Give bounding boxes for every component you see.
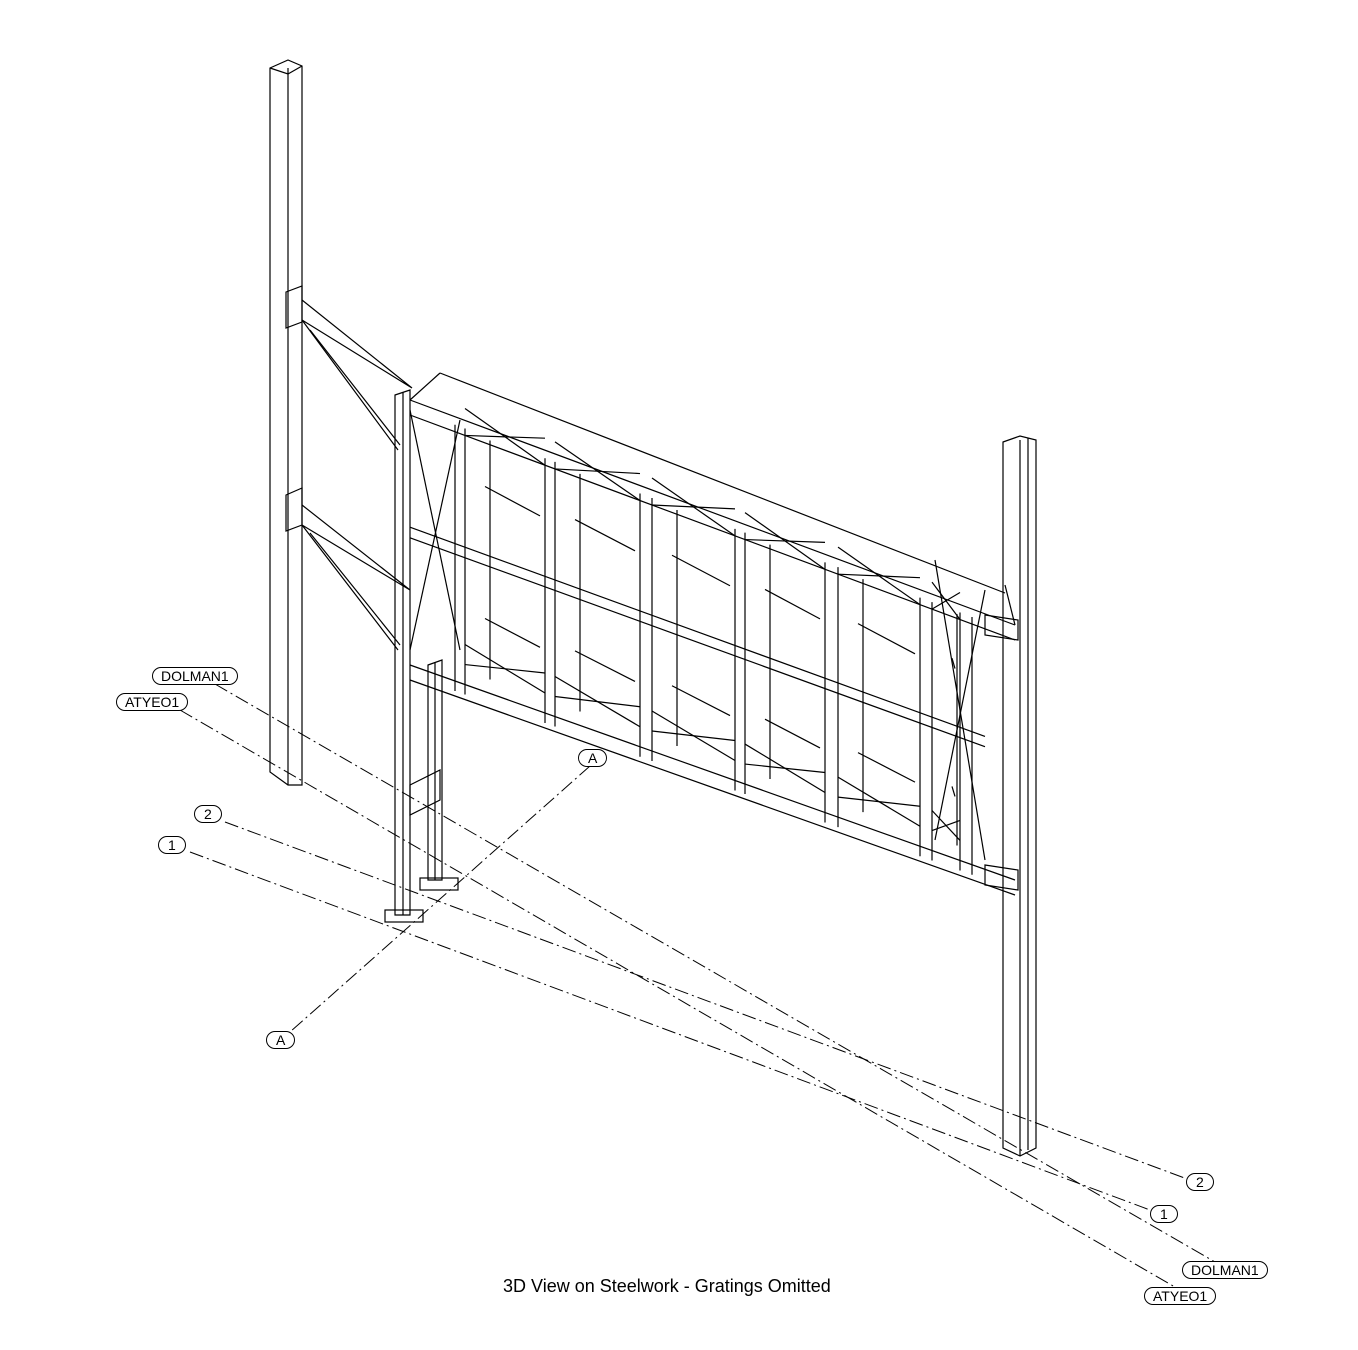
secondary-rail: [764, 588, 821, 620]
gridline-tag-2-left: 2: [194, 805, 222, 823]
end-bracing: [409, 419, 461, 651]
bracing: [931, 581, 961, 620]
gridline-tag-atyeo1-right: ATYEO1: [1144, 1287, 1217, 1305]
end-bracing: [934, 589, 986, 841]
left-column: [269, 59, 413, 786]
secondary-rail: [857, 623, 916, 655]
mid-rail: [409, 537, 986, 748]
panel-frame: [409, 372, 1016, 896]
gridline-tag-dolman1-left: DOLMAN1: [152, 667, 238, 685]
bracing: [651, 710, 736, 762]
secondary-rail: [574, 519, 636, 552]
top-beam: [409, 414, 1016, 641]
bracing: [837, 546, 921, 606]
end-bracing: [934, 559, 986, 861]
gridline-tag-atyeo1-left: ATYEO1: [116, 693, 189, 711]
bracing: [744, 512, 826, 570]
bracing: [554, 676, 641, 728]
secondary-rail: [951, 786, 956, 797]
secondary-rail: [574, 650, 636, 682]
corner: [1004, 584, 1016, 626]
right-column: [984, 435, 1037, 1157]
section-tag-a-top: A: [578, 749, 608, 767]
bracing: [837, 776, 921, 827]
bracing: [464, 644, 546, 694]
secondary-rail: [764, 718, 821, 749]
bracing: [464, 407, 546, 466]
gridline-tag-1-right: 1: [1150, 1205, 1178, 1223]
bottom-beam: [409, 664, 1016, 881]
secondary-rail: [484, 617, 541, 648]
gridline-tag-dolman1-right: DOLMAN1: [1182, 1261, 1268, 1279]
bracing: [554, 441, 641, 502]
grid-lines: [179, 683, 1216, 1291]
support-posts: [384, 389, 459, 923]
secondary-rail: [951, 658, 956, 669]
bracing: [651, 477, 736, 537]
section-tag-a-bottom: A: [266, 1031, 296, 1049]
rear-top-beam: [439, 372, 1006, 594]
drawing-caption: 3D View on Steelwork - Gratings Omitted: [503, 1276, 831, 1296]
secondary-rail: [857, 752, 916, 783]
secondary-rail: [484, 485, 541, 517]
secondary-rail: [671, 554, 731, 587]
bracing: [931, 810, 961, 841]
corner: [409, 372, 441, 401]
mid-rail: [409, 526, 986, 738]
bottom-beam: [409, 679, 1016, 896]
end-bracing: [409, 409, 461, 651]
gridline-tag-1-left: 1: [158, 836, 186, 854]
bracing: [744, 743, 826, 793]
gridline-tag-2-right: 2: [1186, 1173, 1214, 1191]
secondary-rail: [671, 685, 731, 717]
